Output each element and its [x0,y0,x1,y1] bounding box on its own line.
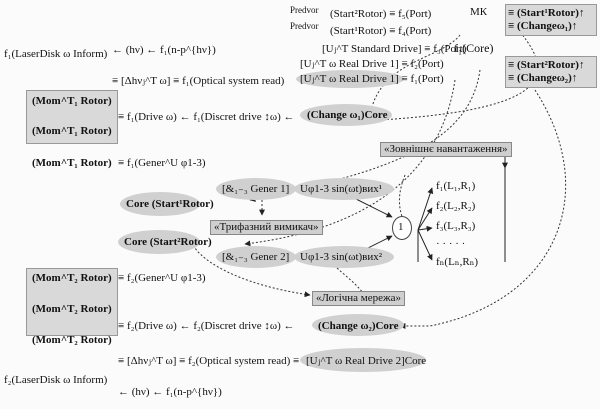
u1-output: Uφ1-3 sin(ωt)вих¹ [300,183,382,195]
real-drive2-core: [Uⱼ^T ω Real Drive 2]Core [306,355,426,367]
hv-eq-1: ← (hν) ← f₁(n-p^{hν}) [112,44,216,56]
core-function: f₁(Core) [454,42,494,54]
gener2-block: [&₁₋₃ Gener 2] [222,251,289,263]
drive-eq-2: ≡ f₂(Drive ω) ← f₂(Discret drive ↕ω) ← [118,320,295,332]
change2-core: (Change ω₂)Core [318,320,399,332]
start2-core: Core (Start²Rotor) [124,236,212,248]
gener-eq-1: ≡ f₁(Gener^U φ1-3) [118,157,206,169]
mom1-a: (Mom^T₁ Rotor) [32,95,112,107]
laser-real-drive-eq: [Uⱼ^T ω Real Drive 1] ≡ f₂(Port) [300,58,444,70]
mom1-b: (Mom^T₁ Rotor) [32,125,112,137]
load-dots: · · · · · [436,238,465,250]
change1-core: (Change ω₁)Core [307,109,388,121]
mom2-b: (Mom^T₂ Rotor) [32,303,112,315]
start2-port-eq: (Start²Rotor) ≡ f₅(Port) [330,8,431,20]
optical-eq-1: ≡ [Δhνⱼ^T ω] ≡ f₁(Optical system read) [112,75,284,87]
gener-eq-2: ≡ f₂(Gener^U φ1-3) [118,272,206,284]
drive-eq-1: ≡ f₁(Drive ω) ← f₁(Discret drive ↕ω) ← [118,111,295,123]
standard-drive-eq: [Uⱼ^T Standard Drive] ≡ f₃(Port) [322,43,466,55]
top-right-change2: ≡ (Changeω₂)↑ [508,72,577,84]
three-phase-switch-label: «Трифазний вимикач» [210,220,323,235]
load-3: f₃(L₃,R₃) [436,220,475,232]
mom2-c: (Mom^T₂ Rotor) [32,334,112,346]
junction-node-label: 1 [398,221,404,233]
real-drive1-port-eq: [Uⱼ^T ω Real Drive 1] ≡ f₁(Port) [300,73,444,85]
logic-network-label: «Логічна мережа» [312,291,405,306]
top-right-start1: ≡ (Start¹Rotor)↑ [508,7,584,19]
laser-disk-1: f₁(LaserDisk ω Inform) [4,48,107,60]
mk-label: МК [470,6,487,18]
optical-eq-2: ≡ [Δhνⱼ^T ω] ≡ f₂(Optical system read) ≡ [118,355,299,367]
external-load-label: «Зовнішнє навантаження» [380,142,512,157]
hv-eq-2: ← (hν) ← f₁(n-p^{hν}) [118,386,222,398]
top-right-change1: ≡ (Changeω₁)↑ [508,20,577,32]
mom1-c: (Mom^T₁ Rotor) [32,157,112,169]
top-right-start2: ≡ (Start²Rotor)↑ [508,59,584,71]
predvor-label-2: Predvor [290,20,319,32]
mom2-a: (Mom^T₂ Rotor) [32,272,112,284]
start1-core: Core (Start¹Rotor) [126,198,214,210]
start1-port-eq: (Start¹Rotor) ≡ f₄(Port) [330,25,431,37]
u2-output: Uφ1-3 sin(ωt)вих² [300,251,382,263]
gener1-block: [&₁₋₃ Gener 1] [222,183,289,195]
load-n: fₙ(Lₙ,Rₙ) [436,256,478,268]
predvor-label-1: Predvor [290,4,319,16]
laser-disk-2: f₂(LaserDisk ω Inform) [4,374,107,386]
load-2: f₂(L₂,R₂) [436,200,475,212]
load-1: f₁(L₁,R₁) [436,180,475,192]
